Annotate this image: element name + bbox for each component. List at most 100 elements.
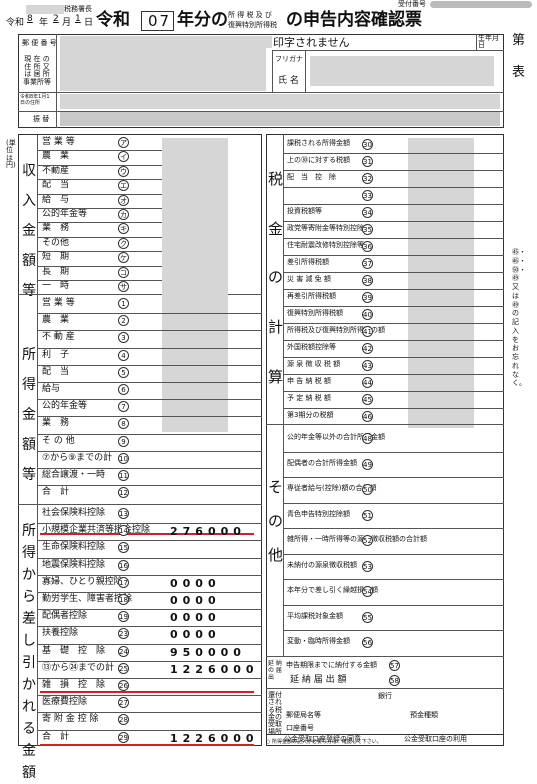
deduction-row-label: 寄 附 金 控 除 bbox=[42, 714, 99, 724]
tax-row-divider bbox=[283, 187, 504, 188]
deduction-row-label: ⑬から㉔までの計 bbox=[42, 663, 115, 673]
deduction-row-value: 276000 bbox=[170, 525, 246, 538]
footer-consent-box bbox=[266, 734, 504, 746]
income-row-mark: カ bbox=[118, 209, 129, 220]
income-row-label: 短 期 bbox=[42, 252, 70, 262]
income-row-mark: サ bbox=[118, 281, 129, 292]
income-row-label: 配 当 bbox=[42, 180, 70, 190]
shotoku-row-divider bbox=[37, 468, 262, 469]
shotoku-row-mark: 5 bbox=[118, 367, 129, 378]
tax-row-label: 源 泉 徴 収 税 額 bbox=[287, 360, 341, 368]
side-label-top: 第 bbox=[512, 33, 526, 48]
tax-row-divider bbox=[283, 374, 504, 375]
postal-label: 郵 便 番 号 bbox=[22, 39, 57, 47]
other-row-divider bbox=[283, 477, 504, 478]
extension-label: 延 納 の 届 出 bbox=[268, 660, 282, 682]
deduction-row-divider bbox=[37, 730, 262, 731]
extension-mark1: 57 bbox=[389, 660, 400, 671]
tax-row-label: 上の㉚に対する税額 bbox=[287, 156, 350, 164]
shotoku-row-divider bbox=[37, 330, 262, 331]
shotoku-row-mark: 6 bbox=[118, 384, 129, 395]
furigana-label: フリガナ bbox=[275, 55, 303, 63]
deduction-row-value: 0000 bbox=[170, 628, 221, 641]
tax-row-label: 所得税及び復興特別所得税の額 bbox=[287, 326, 385, 334]
shotoku-row-mark: 12 bbox=[118, 487, 129, 498]
refund-deposit-label: 預金種類 bbox=[410, 711, 438, 719]
shotoku-row-label: 公的年金等 bbox=[42, 401, 88, 411]
deduction-row-divider bbox=[37, 644, 262, 645]
title-year-suffix: 年分の bbox=[177, 10, 228, 30]
shotoku-row-divider bbox=[37, 451, 262, 452]
shotoku-row-mark: 4 bbox=[118, 350, 129, 361]
deduction-row-mark: 15 bbox=[118, 542, 129, 553]
shotoku-row-label: 業 務 bbox=[42, 418, 70, 428]
deduction-row-divider bbox=[37, 695, 262, 696]
tax-row-label: 再差引所得税額 bbox=[287, 292, 336, 300]
refund-account-no: 口座番号 bbox=[286, 724, 314, 732]
deduction-row-mark: 19 bbox=[118, 611, 129, 622]
shotoku-row-divider bbox=[37, 365, 262, 366]
tax-office-redacted bbox=[26, 5, 64, 14]
deduction-row-divider bbox=[37, 523, 262, 524]
tax-group-label-5: 算 bbox=[268, 368, 284, 386]
title-tax-line2: 復興特別所得税 bbox=[228, 21, 277, 29]
income-row-mark: ケ bbox=[118, 252, 129, 263]
shotoku-row-divider bbox=[37, 434, 262, 435]
tax-row-label: 災 害 減 免 額 bbox=[287, 275, 331, 283]
unit-label: (単位は円) bbox=[6, 139, 16, 170]
income-row-mark: キ bbox=[118, 223, 129, 234]
income-row-label: 農 業 bbox=[42, 151, 70, 161]
tax-row-divider bbox=[283, 340, 504, 341]
tax-row-divider bbox=[283, 153, 504, 154]
other-row-label: 変動・臨時所得金額 bbox=[287, 637, 350, 645]
deduction-row-mark: 14 bbox=[118, 525, 129, 536]
tax-row-label: 投資税額等 bbox=[287, 207, 322, 215]
deduction-row-label: 扶養控除 bbox=[42, 628, 79, 638]
income-row-divider bbox=[37, 251, 162, 252]
tax-row-label: 差引所得税額 bbox=[287, 258, 329, 266]
deduction-row-label: 寡婦、ひとり親控除 bbox=[42, 577, 123, 587]
deduction-row-label: 勤労学生、障害者控除 bbox=[42, 594, 133, 604]
income-row-divider bbox=[37, 208, 162, 209]
shotoku-row-mark: 9 bbox=[118, 436, 129, 447]
tax-row-divider bbox=[283, 221, 504, 222]
other-row-label: 配偶者の合計所得金額 bbox=[287, 459, 357, 467]
address-label: 現 在 の 住 所 又 は 居 所 事業所等 bbox=[23, 55, 51, 87]
tax-row-mark: 44 bbox=[362, 377, 373, 388]
income-row-label: 不動産 bbox=[42, 166, 70, 176]
tax-row-divider bbox=[283, 408, 504, 409]
deduction-row-divider bbox=[37, 712, 262, 713]
name-label: 氏 名 bbox=[278, 76, 299, 86]
other-row-divider bbox=[283, 630, 504, 631]
income-row-mark: ア bbox=[118, 137, 129, 148]
shotoku-row-label: 合 計 bbox=[42, 487, 70, 497]
identity-block bbox=[18, 34, 504, 128]
income-row-divider bbox=[37, 165, 162, 166]
other-row-divider bbox=[283, 503, 504, 504]
public-account-use: 公金受取口座の利用 bbox=[404, 735, 467, 743]
tax-row-divider bbox=[283, 357, 504, 358]
income-row-mark: ウ bbox=[118, 166, 129, 177]
tax-row-mark: 36 bbox=[362, 241, 373, 252]
tax-row-mark: 37 bbox=[362, 258, 373, 269]
deduction-row-divider bbox=[37, 592, 262, 593]
other-row-label: 平均課税対象金額 bbox=[287, 612, 343, 620]
tax-row-mark: 30 bbox=[362, 139, 373, 150]
tax-group-label-2: 金 bbox=[268, 220, 284, 238]
date-month: 2 bbox=[53, 14, 59, 24]
jan1-label: 令和8年1月1日の住所 bbox=[20, 94, 50, 106]
income-row-divider bbox=[37, 280, 162, 281]
income-row-mark: エ bbox=[118, 180, 129, 191]
right-margin-note: ㊺・㊻・㊿・㊾又は㊾の記入をお忘れなく。 bbox=[512, 248, 526, 388]
tax-row-mark: 38 bbox=[362, 275, 373, 286]
deduction-row-mark: 18 bbox=[118, 594, 129, 605]
other-row-label: 未納付の源泉徴収税額 bbox=[287, 561, 357, 569]
income-values-redacted bbox=[162, 138, 228, 432]
deduction-row-label: 地震保険料控除 bbox=[42, 560, 106, 570]
birth-label: 生年月日 bbox=[478, 34, 499, 49]
shotoku-row-label: 不 動 産 bbox=[42, 332, 75, 342]
date-year: 8 bbox=[27, 14, 33, 24]
shotoku-row-mark: 2 bbox=[118, 315, 129, 326]
deduction-row-value: 0000 bbox=[170, 611, 221, 624]
deduction-row-mark: 17 bbox=[118, 577, 129, 588]
